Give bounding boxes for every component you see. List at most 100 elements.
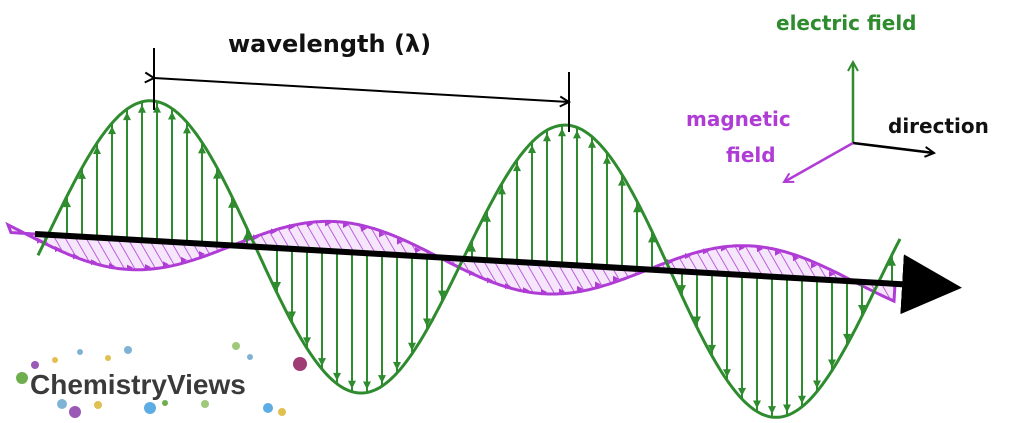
electric-vector-arrowhead bbox=[348, 380, 356, 389]
magnetic-vector-arrowhead bbox=[145, 264, 151, 271]
electric-vector-arrowhead bbox=[468, 243, 476, 252]
electric-vector-arrowhead bbox=[408, 342, 416, 351]
magnetic-vector-arrowhead bbox=[811, 262, 817, 269]
electric-vector-arrowhead bbox=[228, 199, 236, 208]
electric-vector-arrowhead bbox=[393, 361, 401, 370]
magnetic-vector-arrowhead bbox=[379, 231, 385, 238]
electric-vector-arrowhead bbox=[363, 381, 371, 390]
electric-vector-arrowhead bbox=[198, 145, 206, 154]
magnetic-vector-arrowhead bbox=[793, 255, 799, 262]
electric-vector-arrowhead bbox=[738, 388, 746, 397]
electric-vector-arrowhead bbox=[153, 104, 161, 113]
magnetic-vector-arrowhead bbox=[739, 244, 745, 251]
magnetic-vector-arrowhead bbox=[307, 221, 313, 228]
electric-vector-arrowhead bbox=[63, 199, 71, 208]
magnetic-vector-arrowhead bbox=[73, 253, 79, 260]
magnetic-vector-arrowhead bbox=[685, 253, 691, 260]
electric-vector-arrowhead bbox=[828, 359, 836, 368]
electric-vector-arrowhead bbox=[798, 395, 806, 404]
magnetic-vector-arrowhead bbox=[397, 238, 403, 245]
electric-vector-arrowhead bbox=[648, 234, 656, 243]
logo-text: ChemistryViews bbox=[30, 369, 246, 400]
electric-vector-arrowhead bbox=[603, 155, 611, 164]
magnetic-vector-arrowhead bbox=[703, 248, 709, 255]
electric-vector-arrowhead bbox=[813, 380, 821, 389]
wavelength-dimension-arrow bbox=[154, 78, 569, 102]
magnetic-field-axis-arrow bbox=[784, 141, 854, 184]
magnetic-vector-arrowhead bbox=[721, 245, 727, 252]
magnetic-vector-arrowhead bbox=[343, 221, 349, 228]
electric-vector-arrowhead bbox=[168, 111, 176, 120]
electric-wave-curve bbox=[36, 99, 902, 419]
magnetic-vector-arrowhead bbox=[109, 263, 115, 270]
electric-vector-arrowhead bbox=[423, 318, 431, 327]
axes-legend: electric field magnetic field direction bbox=[686, 11, 989, 184]
magnetic-vector-arrowhead bbox=[271, 228, 277, 235]
magnetic-vector-arrowhead bbox=[415, 247, 421, 254]
electric-vector-arrowhead bbox=[93, 146, 101, 155]
magnetic-wave-vectors bbox=[37, 220, 835, 295]
magnetic-vector-arrowhead bbox=[289, 223, 295, 230]
electric-vector-arrowhead bbox=[78, 170, 86, 179]
direction-axis-arrow bbox=[852, 141, 934, 153]
magnetic-field-label-line2: field bbox=[726, 143, 776, 167]
electric-wave-vectors bbox=[63, 101, 896, 418]
electric-vector-arrowhead bbox=[843, 333, 851, 342]
electric-vector-arrowhead bbox=[528, 145, 536, 154]
electric-vector-arrowhead bbox=[318, 358, 326, 367]
electric-vector-arrowhead bbox=[723, 369, 731, 378]
electric-vector-arrowhead bbox=[243, 231, 251, 240]
electric-vector-arrowhead bbox=[288, 311, 296, 320]
propagation-axis-arrow bbox=[34, 231, 962, 315]
electric-vector-arrowhead bbox=[438, 290, 446, 299]
electric-vector-arrowhead bbox=[378, 375, 386, 384]
magnetic-vector-arrowhead bbox=[469, 269, 475, 276]
electric-vector-arrowhead bbox=[108, 126, 116, 135]
electric-vector-arrowhead bbox=[888, 257, 896, 266]
wavelength-indicator: wavelength (λ) bbox=[154, 30, 569, 132]
magnetic-vector-arrowhead bbox=[505, 283, 511, 290]
magnetic-vector-arrowhead bbox=[595, 281, 601, 288]
electric-vector-arrowhead bbox=[273, 281, 281, 290]
electric-vector-arrowhead bbox=[768, 406, 776, 415]
magnetic-vector-arrowhead bbox=[325, 220, 331, 227]
electric-wave bbox=[36, 99, 902, 419]
wavelength-label: wavelength (λ) bbox=[228, 30, 431, 58]
magnetic-vector-arrowhead bbox=[127, 264, 133, 271]
electric-vector-arrowhead bbox=[678, 285, 686, 294]
magnetic-vector-arrowhead bbox=[775, 249, 781, 256]
magnetic-vector-arrowhead bbox=[523, 287, 529, 294]
magnetic-vector-arrowhead bbox=[37, 237, 43, 244]
magnetic-vector-arrowhead bbox=[757, 246, 763, 253]
electric-vector-arrowhead bbox=[498, 186, 506, 195]
electric-vector-arrowhead bbox=[303, 337, 311, 346]
magnetic-vector-arrowhead bbox=[181, 256, 187, 263]
magnetic-vector-arrowhead bbox=[361, 225, 367, 232]
direction-label: direction bbox=[888, 114, 989, 138]
electric-vector-arrowhead bbox=[618, 177, 626, 186]
electric-vector-arrowhead bbox=[783, 404, 791, 413]
magnetic-vector-arrowhead bbox=[253, 234, 259, 241]
electric-vector-arrowhead bbox=[708, 344, 716, 353]
magnetic-vector-arrowhead bbox=[829, 270, 835, 277]
electric-vector-arrowhead bbox=[588, 139, 596, 148]
magnetic-vector-arrowhead bbox=[577, 285, 583, 292]
electric-vector-arrowhead bbox=[183, 125, 191, 134]
magnetic-vector-arrowhead bbox=[199, 251, 205, 258]
electric-vector-arrowhead bbox=[513, 163, 521, 172]
magnetic-vector-arrowhead bbox=[55, 246, 61, 253]
electric-vector-arrowhead bbox=[123, 112, 131, 121]
electric-vector-arrowhead bbox=[558, 128, 566, 137]
electric-vector-arrowhead bbox=[333, 372, 341, 381]
electric-vector-arrowhead bbox=[543, 133, 551, 142]
electric-vector-arrowhead bbox=[573, 130, 581, 139]
electric-vector-arrowhead bbox=[213, 170, 221, 179]
electric-field-label: electric field bbox=[776, 11, 917, 35]
chemistryviews-logo: ChemistryViews bbox=[16, 342, 307, 418]
electric-vector-arrowhead bbox=[138, 104, 146, 113]
electric-vector-arrowhead bbox=[858, 305, 866, 314]
electric-vector-arrowhead bbox=[753, 400, 761, 409]
magnetic-vector-arrowhead bbox=[559, 288, 565, 295]
magnetic-vector-arrowhead bbox=[163, 261, 169, 268]
